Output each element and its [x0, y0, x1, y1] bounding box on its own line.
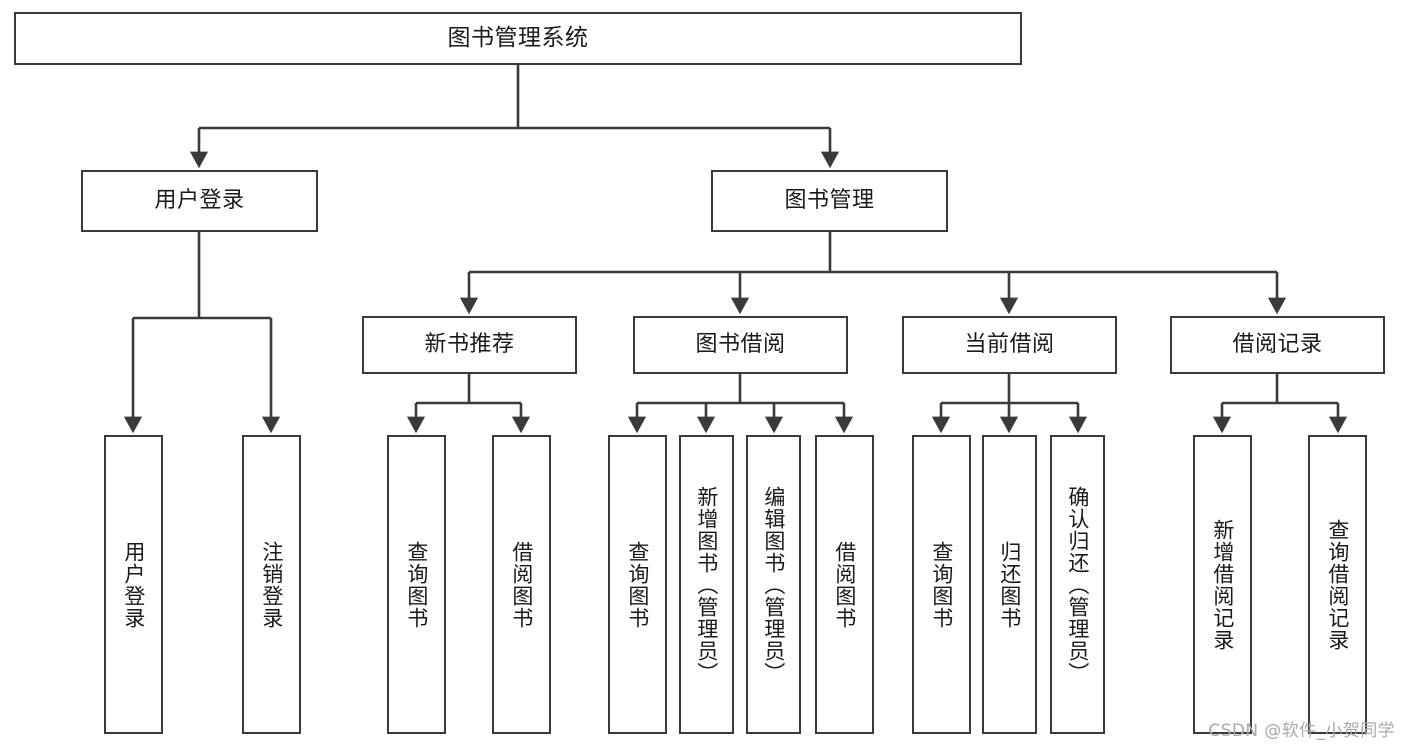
watermark-text: CSDN @软件_小贺同学 — [1208, 721, 1395, 741]
leaf-borrow-edit-book[interactable]: 编辑图书（管理员） — [746, 435, 801, 734]
node-book-management[interactable]: 图书管理 — [711, 170, 948, 232]
node-label: 用户登录 — [121, 540, 146, 629]
node-label: 用户登录 — [154, 187, 245, 213]
node-label: 编辑图书（管理员） — [761, 485, 786, 684]
node-label: 借阅记录 — [1232, 331, 1323, 357]
leaf-record-query-record[interactable]: 查询借阅记录 — [1308, 435, 1367, 734]
leaf-borrow-query-book[interactable]: 查询图书 — [608, 435, 667, 734]
node-label: 新增借阅记录 — [1210, 518, 1235, 651]
leaf-current-confirm-return[interactable]: 确认归还（管理员） — [1050, 435, 1105, 734]
node-label: 图书借阅 — [695, 331, 786, 357]
node-label: 注销登录 — [259, 540, 284, 629]
leaf-new-book-borrow[interactable]: 借阅图书 — [492, 435, 551, 734]
node-root-system[interactable]: 图书管理系统 — [14, 12, 1022, 65]
node-label: 图书管理系统 — [447, 24, 589, 51]
node-label: 新增图书（管理员） — [694, 485, 719, 684]
leaf-new-book-query[interactable]: 查询图书 — [387, 435, 446, 734]
node-user-login[interactable]: 用户登录 — [81, 170, 318, 232]
node-label: 确认归还（管理员） — [1065, 485, 1090, 684]
leaf-record-add-record[interactable]: 新增借阅记录 — [1193, 435, 1252, 734]
node-label: 查询图书 — [929, 540, 954, 629]
node-label: 查询借阅记录 — [1325, 518, 1350, 651]
node-label: 查询图书 — [404, 540, 429, 629]
leaf-user-login-logout[interactable]: 注销登录 — [242, 435, 301, 734]
leaf-current-query-book[interactable]: 查询图书 — [912, 435, 971, 734]
node-label: 当前借阅 — [964, 331, 1055, 357]
node-label: 借阅图书 — [832, 540, 857, 629]
node-current-borrow[interactable]: 当前借阅 — [902, 316, 1117, 374]
node-label: 图书管理 — [784, 187, 875, 213]
node-label: 查询图书 — [625, 540, 650, 629]
node-book-borrow[interactable]: 图书借阅 — [633, 316, 848, 374]
node-new-book-recommend[interactable]: 新书推荐 — [362, 316, 577, 374]
node-label: 借阅图书 — [509, 540, 534, 629]
node-borrow-record[interactable]: 借阅记录 — [1170, 316, 1385, 374]
node-label: 归还图书 — [997, 540, 1022, 629]
leaf-borrow-add-book[interactable]: 新增图书（管理员） — [679, 435, 734, 734]
leaf-current-return-book[interactable]: 归还图书 — [982, 435, 1037, 734]
leaf-borrow-borrow-book[interactable]: 借阅图书 — [815, 435, 874, 734]
leaf-user-login-login[interactable]: 用户登录 — [104, 435, 163, 734]
node-label: 新书推荐 — [424, 331, 515, 357]
